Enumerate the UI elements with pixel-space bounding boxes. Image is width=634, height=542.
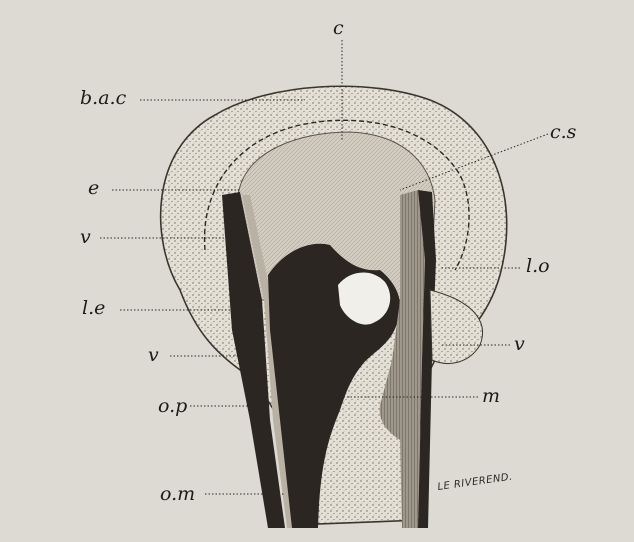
label-v-mid-right: v: [514, 333, 525, 355]
label-om: o.m: [160, 483, 195, 505]
label-le: l.e: [82, 297, 105, 319]
label-v-mid-left: v: [148, 344, 159, 366]
label-m: m: [482, 385, 500, 407]
label-v-upper: v: [80, 226, 91, 248]
label-bac: b.a.c: [80, 87, 127, 109]
label-cs: c.s: [550, 121, 577, 143]
label-lo: l.o: [526, 255, 550, 277]
label-e: e: [88, 177, 99, 199]
label-op: o.p: [158, 395, 187, 417]
label-c: c: [333, 17, 344, 39]
engraver-signature: LE RIVEREND.: [437, 472, 514, 493]
